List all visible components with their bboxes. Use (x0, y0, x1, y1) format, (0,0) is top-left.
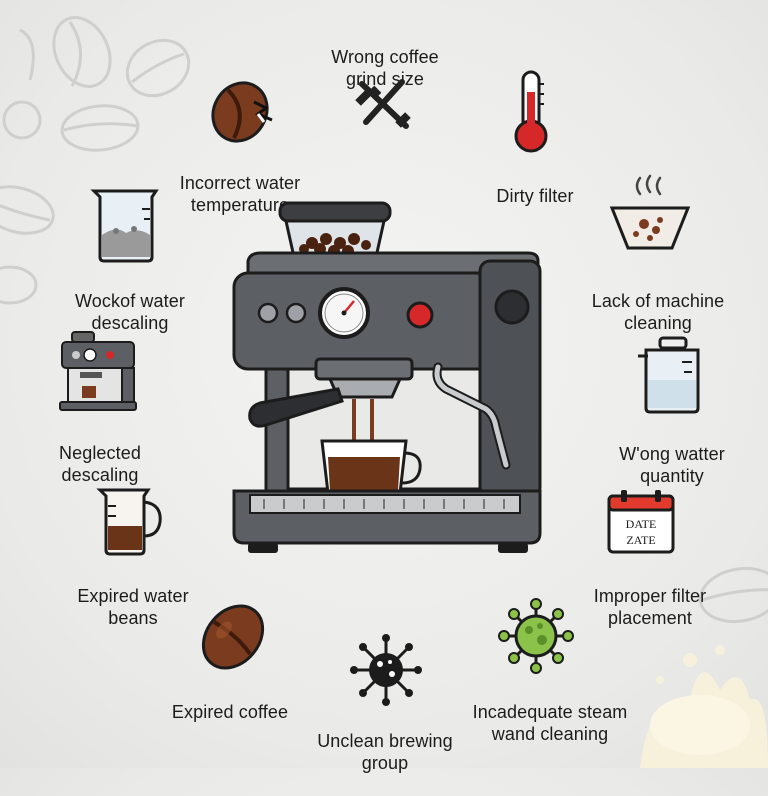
calendar-line-1: DATE (626, 517, 657, 531)
dirty-filter-basket-icon (609, 174, 691, 250)
calendar-line-2: ZATE (626, 533, 655, 547)
label-expired-coffee: Expired coffee (171, 702, 289, 722)
beaker-with-scale-icon (90, 189, 159, 263)
wrench-cross-icon (355, 79, 411, 129)
small-espresso-machine-icon (59, 331, 137, 411)
measuring-cup-icon (96, 488, 162, 556)
thermometer-icon (514, 70, 548, 153)
coffee-bean-icon (201, 604, 265, 670)
milk-splash-icon (640, 645, 768, 768)
label-dirty-filter: Dirty filter (496, 186, 574, 206)
water-tank-icon (638, 336, 700, 414)
coffee-bean-outlines-icon (0, 16, 768, 624)
espresso-machine-illustration (232, 201, 542, 553)
germ-icon (350, 634, 422, 706)
broken-coffee-bean-icon (211, 81, 273, 143)
green-bacteria-icon (498, 598, 574, 674)
calendar-icon: DATE ZATE (607, 490, 675, 554)
background-decoration (0, 16, 768, 768)
